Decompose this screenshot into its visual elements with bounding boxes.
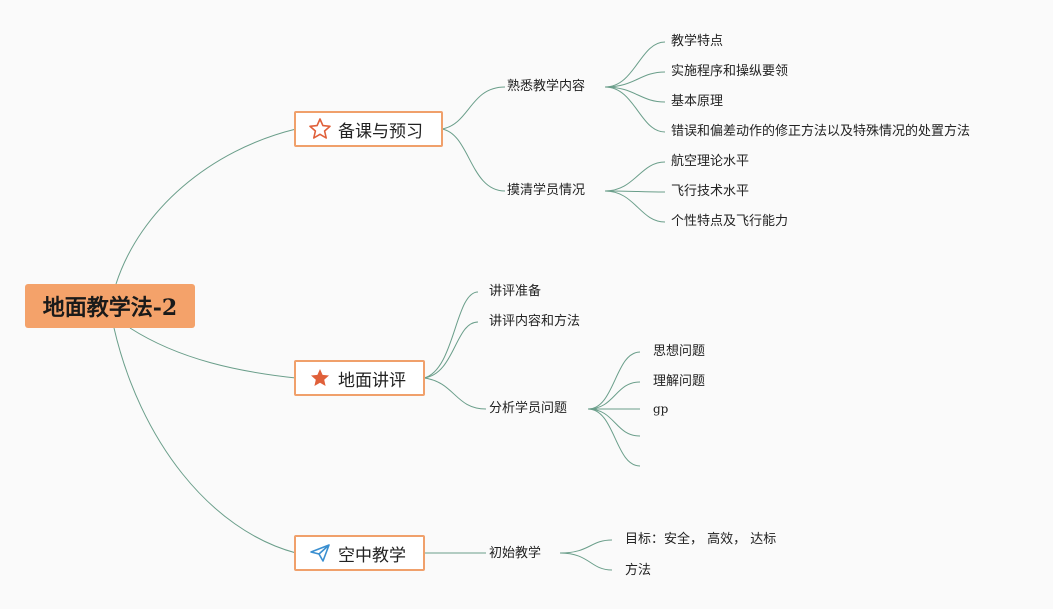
root-topic-label: 地面教学法-2 bbox=[42, 295, 178, 321]
leaf-topic[interactable]: 航空理论水平 bbox=[671, 154, 750, 169]
topic-review-content[interactable]: 讲评内容和方法 bbox=[489, 314, 581, 329]
leaf-topic[interactable]: 理解问题 bbox=[653, 374, 706, 389]
leaf-topic[interactable]: 飞行技术水平 bbox=[671, 184, 750, 199]
branch-topic-ground-review[interactable]: 地面讲评 bbox=[294, 360, 425, 396]
topic-initial-teaching[interactable]: 初始教学 bbox=[489, 546, 542, 561]
star-outline-icon bbox=[308, 117, 332, 141]
topic-review-prep[interactable]: 讲评准备 bbox=[489, 284, 542, 299]
leaf-topic[interactable]: 目标：安全， 高效， 达标 bbox=[625, 532, 777, 547]
leaf-topic[interactable]: 个性特点及飞行能力 bbox=[671, 214, 789, 229]
star-filled-icon bbox=[308, 366, 332, 390]
branch-topic-air-teaching[interactable]: 空中教学 bbox=[294, 535, 425, 571]
leaf-topic[interactable]: 思想问题 bbox=[653, 344, 706, 359]
branch-label: 地面讲评 bbox=[338, 370, 406, 391]
root-topic[interactable]: 地面教学法-2 bbox=[25, 284, 195, 328]
leaf-topic[interactable]: gp bbox=[653, 402, 669, 416]
leaf-topic[interactable]: 基本原理 bbox=[671, 94, 724, 109]
branch-topic-preparation[interactable]: 备课与预习 bbox=[294, 111, 443, 147]
branch-label: 空中教学 bbox=[338, 545, 406, 566]
leaf-topic[interactable]: 教学特点 bbox=[671, 34, 724, 49]
topic-analyze-problems[interactable]: 分析学员问题 bbox=[489, 401, 568, 416]
leaf-topic[interactable]: 方法 bbox=[625, 563, 652, 578]
topic-familiar-content[interactable]: 熟悉教学内容 bbox=[507, 79, 586, 94]
leaf-topic[interactable]: 错误和偏差动作的修正方法以及特殊情况的处置方法 bbox=[671, 124, 971, 139]
branch-label: 备课与预习 bbox=[338, 121, 423, 142]
topic-student-situation[interactable]: 摸清学员情况 bbox=[507, 183, 586, 198]
paper-plane-icon bbox=[308, 541, 332, 565]
leaf-topic[interactable]: 实施程序和操纵要领 bbox=[671, 64, 789, 79]
